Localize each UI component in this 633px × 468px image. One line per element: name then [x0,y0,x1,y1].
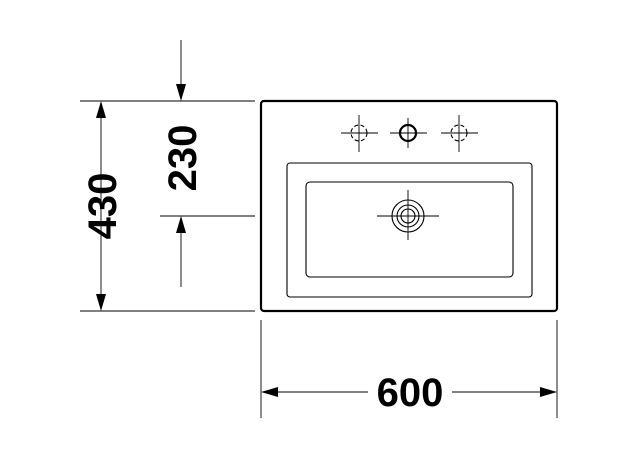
bowl-offset-label: 230 [161,125,205,192]
left-tap-hole-icon [341,115,378,152]
bowl-offset-dimension-line [176,40,186,287]
total-depth-dimension-line [96,101,106,311]
bowl-outer-edge [286,162,533,298]
drain-icon [377,190,439,240]
total-depth-label: 430 [81,173,125,240]
bowl-inner-edge [305,181,514,278]
basin-outer-outline [259,99,559,313]
extension-lines [80,100,558,418]
total-width-label: 600 [377,371,444,415]
center-tap-hole-icon [390,118,427,148]
total-width-dimension-line [261,387,557,397]
right-tap-hole-icon [441,115,478,152]
